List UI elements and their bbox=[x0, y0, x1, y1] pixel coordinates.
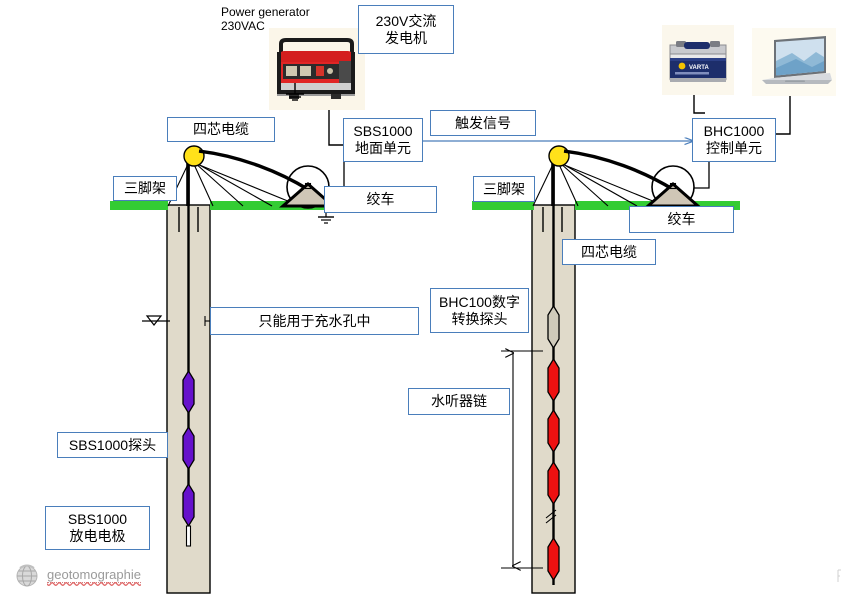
bhc100-digitizer-probe bbox=[547, 304, 560, 350]
winch-left bbox=[198, 149, 345, 224]
label-tripod-right: 三脚架 bbox=[473, 176, 535, 202]
label-trigger-signal: 触发信号 bbox=[430, 110, 536, 136]
watermark-text: geotomographie bbox=[47, 567, 141, 583]
generator-power-cable bbox=[328, 110, 344, 146]
label-bhc1000-control-unit: BHC1000 控制单元 bbox=[692, 118, 776, 162]
label-sbs1000-surface-unit: SBS1000 地面单元 bbox=[343, 118, 423, 162]
ground-line-left bbox=[110, 201, 347, 210]
label-sbs1000-electrode: SBS1000 放电电极 bbox=[45, 506, 150, 550]
label-cable-right: 四芯电缆 bbox=[562, 239, 656, 265]
winch-right bbox=[563, 149, 710, 209]
borehole-right bbox=[501, 150, 576, 594]
borehole-left bbox=[142, 150, 213, 594]
watermark: geotomographie bbox=[14, 562, 141, 588]
laptop-image bbox=[752, 28, 836, 96]
label-generator-cn: 230V交流 发电机 bbox=[358, 5, 454, 54]
battery-image: VARTA bbox=[662, 25, 734, 95]
label-winch-right: 绞车 bbox=[629, 206, 734, 233]
label-winch-left: 绞车 bbox=[324, 186, 437, 213]
label-cable-left: 四芯电缆 bbox=[167, 117, 275, 142]
cable-break-mark bbox=[545, 509, 557, 524]
water-table-symbol bbox=[142, 315, 170, 326]
battery-cable bbox=[693, 95, 705, 114]
power-generator-caption: Power generator 230VAC bbox=[221, 5, 310, 33]
globe-icon bbox=[16, 564, 38, 587]
label-tripod-left: 三脚架 bbox=[113, 176, 177, 201]
svg-text:VARTA: VARTA bbox=[689, 65, 709, 71]
hydrophone-chain-group bbox=[547, 357, 560, 582]
laptop-cable bbox=[772, 95, 791, 135]
label-bhc100-digitizer: BHC100数字 转换探头 bbox=[430, 288, 529, 333]
power-generator-image bbox=[269, 28, 365, 110]
label-water-filled-note: 只能用于充水孔中 bbox=[210, 307, 419, 335]
sbs1000-probe-group bbox=[182, 369, 195, 528]
hydrophone-chain-dimension bbox=[501, 351, 543, 568]
tripod-right bbox=[532, 145, 666, 207]
label-hydrophone-chain: 水听器链 bbox=[408, 388, 510, 415]
label-sbs1000-probe: SBS1000探头 bbox=[57, 432, 168, 458]
